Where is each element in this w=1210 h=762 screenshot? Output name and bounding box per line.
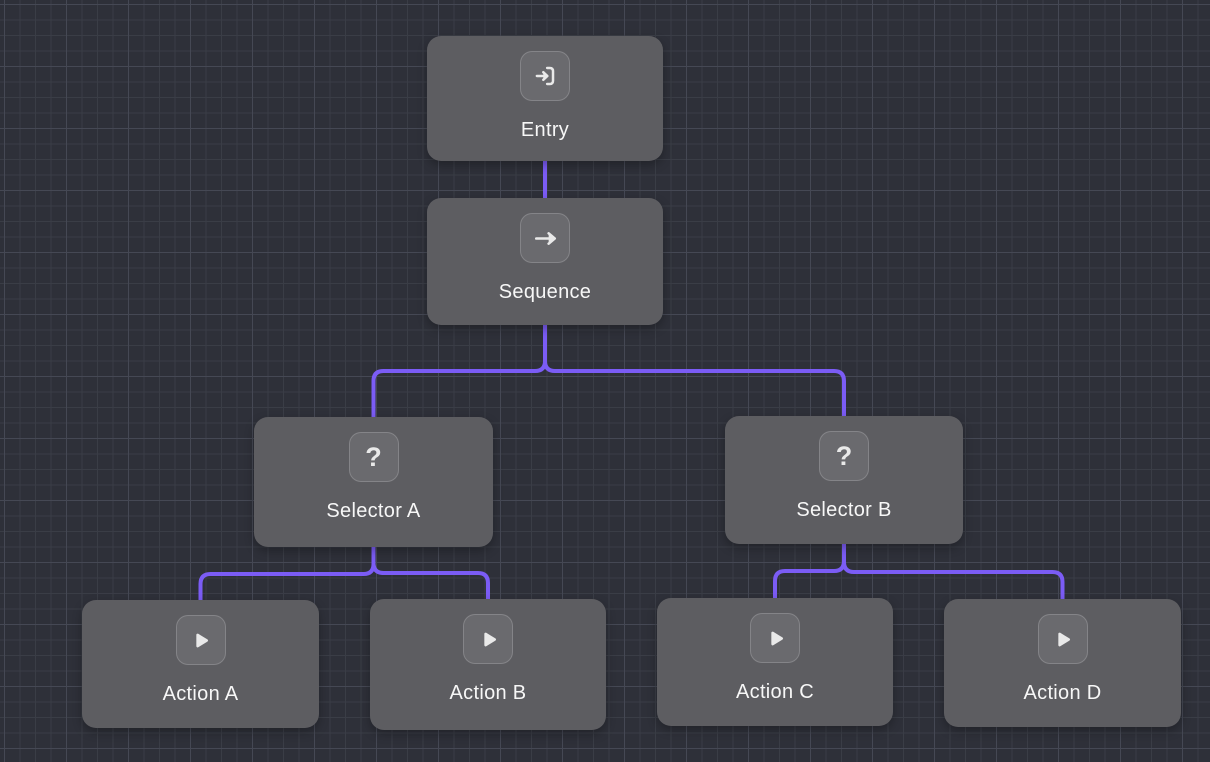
node-label: Entry: [520, 119, 570, 141]
play-icon: [476, 627, 501, 652]
node-action-c[interactable]: Action C: [657, 598, 893, 726]
node-label: Action B: [449, 682, 527, 704]
edge-sequence-to-selector-a: [371, 325, 547, 417]
node-icon-box: [520, 213, 570, 263]
node-icon-box: [520, 51, 570, 101]
arrow-right-icon: [532, 225, 559, 252]
edge-sequence-to-selector-b: [543, 325, 846, 416]
node-label: Action C: [736, 681, 814, 703]
play-icon: [763, 626, 788, 651]
edge-selector-a-to-action-b: [371, 547, 490, 599]
node-label: Selector B: [796, 499, 892, 521]
node-selector-a[interactable]: ? Selector A: [254, 417, 493, 547]
node-action-d[interactable]: Action D: [944, 599, 1181, 727]
node-icon-box: [1037, 614, 1088, 664]
node-selector-b[interactable]: ? Selector B: [725, 416, 963, 544]
node-label: Action A: [162, 683, 239, 705]
node-entry[interactable]: Entry: [427, 36, 663, 161]
sign-in-icon: [532, 63, 558, 89]
node-label: Sequence: [498, 281, 592, 303]
node-sequence[interactable]: Sequence: [427, 198, 663, 325]
question-mark-icon: ?: [835, 440, 853, 471]
play-icon: [188, 628, 213, 653]
edge-selector-b-to-action-c: [773, 544, 846, 598]
node-icon-box: [175, 615, 226, 665]
question-mark-icon: ?: [365, 441, 382, 472]
node-label: Action D: [1023, 682, 1102, 704]
node-icon-box: [750, 613, 800, 663]
node-action-a[interactable]: Action A: [82, 600, 319, 728]
node-icon-box: [463, 614, 513, 664]
edge-selector-b-to-action-d: [842, 544, 1065, 599]
node-icon-box: ?: [819, 431, 869, 481]
node-action-b[interactable]: Action B: [370, 599, 606, 730]
edge-selector-a-to-action-a: [198, 547, 376, 600]
node-label: Selector A: [326, 500, 421, 522]
play-icon: [1050, 627, 1075, 652]
node-icon-box: ?: [348, 432, 399, 482]
